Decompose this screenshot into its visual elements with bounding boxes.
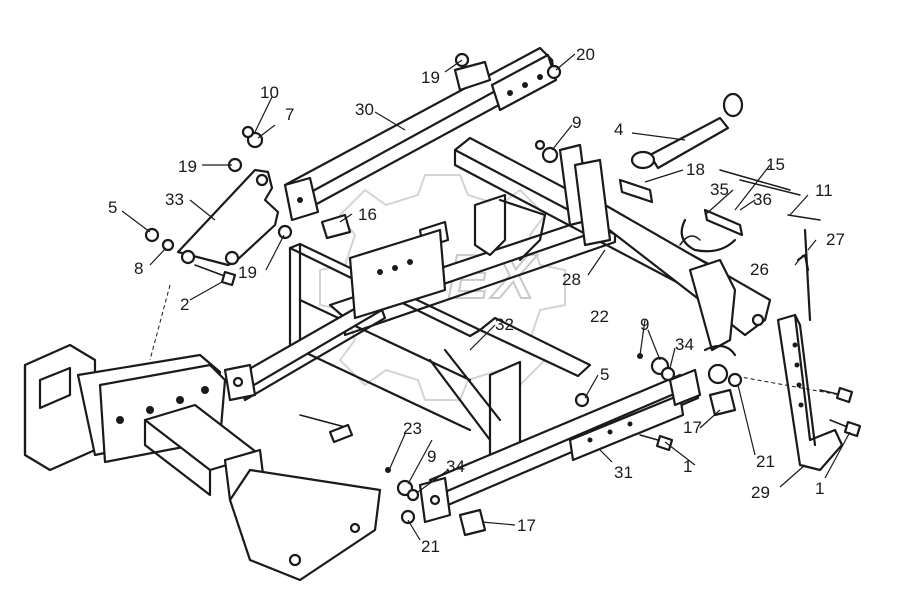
callout-20: 20 xyxy=(576,45,595,64)
callout-19-c: 19 xyxy=(238,263,257,282)
small-parts xyxy=(144,52,862,537)
callout-32: 32 xyxy=(495,315,514,334)
callout-10: 10 xyxy=(260,83,279,102)
side-plate xyxy=(176,168,280,267)
callout-11: 11 xyxy=(815,181,833,200)
callout-22: 22 xyxy=(590,307,609,326)
main-frame xyxy=(228,213,617,470)
callout-28: 28 xyxy=(562,270,581,289)
callout-1-b: 1 xyxy=(815,479,824,498)
callout-7: 7 xyxy=(285,105,294,124)
callout-31: 31 xyxy=(614,463,633,482)
leader-lines xyxy=(121,53,851,541)
callout-2: 2 xyxy=(180,295,189,314)
lower-lift-arm xyxy=(223,363,702,524)
callout-21-a: 21 xyxy=(756,452,775,471)
callout-15: 15 xyxy=(766,155,785,174)
callout-26: 26 xyxy=(750,260,769,279)
callout-16: 16 xyxy=(358,205,377,224)
callout-18: 18 xyxy=(686,160,705,179)
callout-34-b: 34 xyxy=(446,457,465,476)
callout-23: 23 xyxy=(403,419,422,438)
top-link-arm xyxy=(283,46,558,222)
callout-9-a: 9 xyxy=(572,113,581,132)
callout-34-a: 34 xyxy=(675,335,694,354)
callout-21-b: 21 xyxy=(421,537,440,556)
callout-33: 33 xyxy=(165,190,184,209)
front-hitch xyxy=(23,284,382,582)
callout-19-b: 19 xyxy=(178,157,197,176)
callout-5-b: 5 xyxy=(600,365,609,384)
callout-labels: 1 1 2 4 5 5 7 8 9 9 9 10 11 15 16 17 17 … xyxy=(108,45,845,556)
callout-30: 30 xyxy=(355,100,374,119)
callout-19-a: 19 xyxy=(421,68,440,87)
callout-27: 27 xyxy=(826,230,845,249)
callout-35: 35 xyxy=(710,180,729,199)
callout-1-a: 1 xyxy=(683,457,692,476)
callout-5-a: 5 xyxy=(108,198,117,217)
callout-4: 4 xyxy=(614,120,623,139)
right-post-plate xyxy=(729,313,844,472)
upper-right-frame xyxy=(453,136,772,385)
callout-29: 29 xyxy=(751,483,770,502)
callout-36: 36 xyxy=(753,190,772,209)
callout-9-c: 9 xyxy=(427,447,436,466)
callout-17-a: 17 xyxy=(683,418,702,437)
callout-8: 8 xyxy=(134,259,143,278)
callout-17-b: 17 xyxy=(517,516,536,535)
callout-9-b: 9 xyxy=(640,315,649,334)
